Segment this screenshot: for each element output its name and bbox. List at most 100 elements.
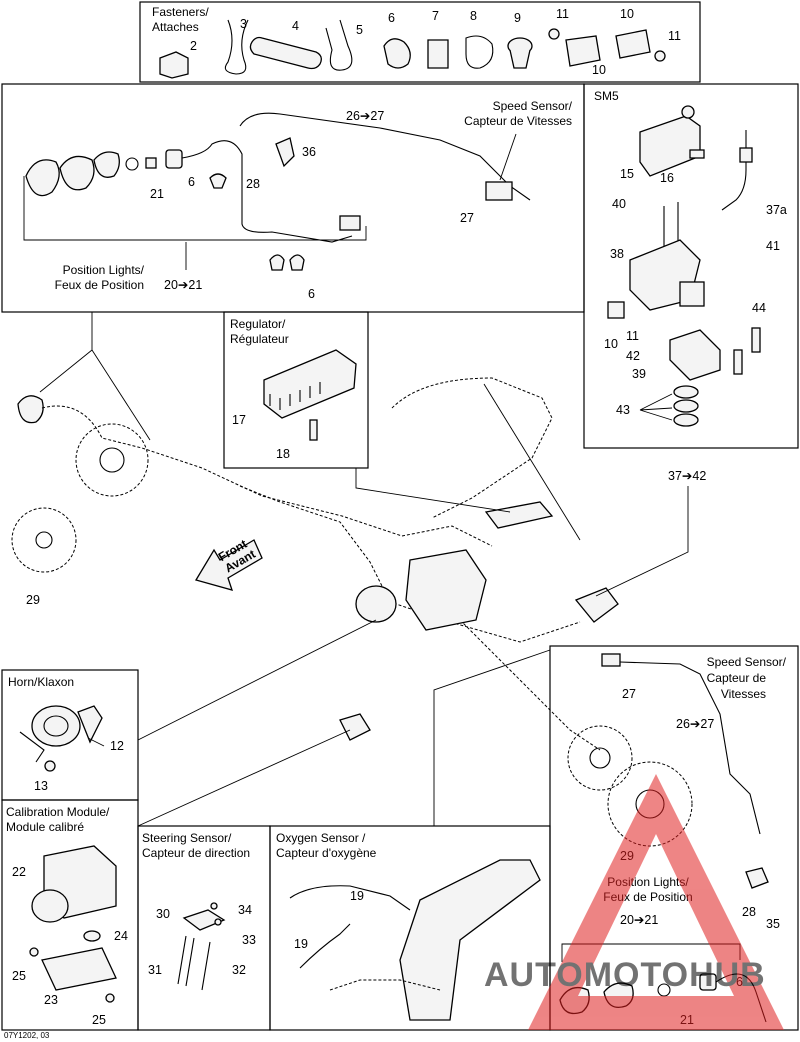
callout-2: 2 [190, 39, 197, 53]
sm5-box: SM5 15 16 37a 40 41 38 44 11 10 42 39 43 [583, 83, 799, 449]
nut-11b [654, 50, 666, 62]
position-lights-top-line1: Position Lights/ [63, 263, 145, 277]
clip-7 [427, 39, 449, 69]
regulator-title-line2: Régulateur [230, 332, 289, 346]
watermark-triangle-icon [528, 774, 784, 1030]
position-lights-top-line2: Feux de Position [55, 278, 144, 292]
sm5-motor [679, 281, 705, 307]
callout-28-br: 28 [742, 905, 756, 919]
fasteners-box: Fasteners/Attaches 2 3 4 5 6 7 8 9 11 10 [139, 1, 701, 83]
bracket-10 [565, 35, 601, 67]
main-harness-d [459, 619, 601, 751]
callout-34: 34 [238, 903, 252, 917]
speed-sensor-bottom-line1: Speed Sensor/ [707, 655, 787, 669]
top-wiring-box: Speed Sensor/Capteur de Vitesses Positio… [1, 83, 585, 313]
tone-wheel-top [75, 423, 149, 497]
fastener-clip-2 [159, 51, 189, 79]
bolt-25b [105, 993, 115, 1003]
nut-13 [44, 760, 56, 772]
speed-sensor-bottom-line2: Capteur de [707, 671, 767, 685]
callout-44: 44 [752, 301, 766, 315]
horn-bracket [77, 705, 103, 744]
leader-sm5 [595, 486, 689, 597]
leader-horn [137, 619, 377, 741]
callout-10-sm5: 10 [604, 337, 618, 351]
sm5-clamp [681, 105, 695, 119]
horn-center [43, 715, 69, 737]
callout-32: 32 [232, 963, 246, 977]
oxygen-title: Oxygen Sensor /Capteur d'oxygène [276, 831, 377, 860]
horn-mount [19, 731, 45, 763]
steering-title-line2: Capteur de direction [142, 846, 250, 860]
screw-34 [210, 902, 218, 910]
callout-33: 33 [242, 933, 256, 947]
callout-35: 35 [766, 917, 780, 931]
nut-11 [548, 28, 560, 40]
bolt-18 [309, 419, 318, 441]
callout-8: 8 [470, 9, 477, 23]
leader-front-light [39, 312, 93, 393]
calibration-title-line1: Calibration Module/ [6, 805, 110, 819]
lens-gasket [25, 159, 60, 197]
group-bracket [23, 176, 367, 241]
callout-41: 41 [766, 239, 780, 253]
clamp-5 [325, 19, 353, 71]
regulator-box: Regulator/Régulateur 17 18 [223, 311, 369, 469]
exhaust-manifold [399, 859, 541, 1021]
callout-26-27-top: 26➔27 [346, 109, 384, 123]
regulator-17 [263, 349, 357, 419]
main-steering-sensor [339, 713, 371, 741]
leader-calibration [137, 729, 351, 827]
callout-15: 15 [620, 167, 634, 181]
callout-38: 38 [610, 247, 624, 261]
speed-sensor-harness [239, 112, 531, 201]
tone-wheel-br-a-hub [589, 747, 611, 769]
bolt-32 [201, 941, 211, 991]
watermark-brand: AUTOMOTOHUB [484, 956, 766, 994]
callout-6-top: 6 [188, 175, 195, 189]
washer-33 [214, 918, 222, 926]
callout-16: 16 [660, 171, 674, 185]
socket [165, 149, 183, 169]
bolt-25a [29, 947, 39, 957]
connector-27-br [601, 653, 621, 667]
callout-10a: 10 [620, 7, 634, 21]
callout-24: 24 [114, 929, 128, 943]
callout-42: 42 [626, 349, 640, 363]
regulator-title: Regulator/Régulateur [230, 317, 289, 346]
oxygen-dashed-line [329, 979, 441, 991]
speed-connector [485, 181, 513, 201]
oxygen-harness-19b [299, 923, 351, 969]
front-arrow [195, 539, 263, 591]
bolt-44a [751, 327, 761, 353]
lens-reflector [93, 151, 120, 178]
callout-23: 23 [44, 993, 58, 1007]
fasteners-title-line1: Fasteners/ [152, 5, 209, 19]
speed-sensor-harness-br [619, 661, 761, 835]
callout-10b: 10 [592, 63, 606, 77]
callout-5: 5 [356, 23, 363, 37]
horn-box: Horn/Klaxon 12 13 [1, 669, 139, 801]
callout-43: 43 [616, 403, 630, 417]
callout-25b: 25 [92, 1013, 106, 1027]
bracket-28-br [745, 867, 769, 889]
callout-39: 39 [632, 367, 646, 381]
callout-22: 22 [12, 865, 26, 879]
callout-12: 12 [110, 739, 124, 753]
washer-43c [673, 413, 699, 427]
horn-title: Horn/Klaxon [8, 675, 74, 689]
clips-6-bottom [269, 254, 305, 271]
callout-17: 17 [232, 413, 246, 427]
leader-oxygen [433, 649, 551, 826]
tone-wheel-top-hub [99, 447, 125, 473]
oxygen-title-line1: Oxygen Sensor / [276, 831, 366, 845]
o-ring [125, 157, 139, 171]
clamp-8 [465, 35, 494, 69]
callout-37a: 37a [766, 203, 787, 217]
bracket-36 [275, 137, 295, 168]
tone-wheel-large [11, 507, 77, 573]
oxygen-box: Oxygen Sensor /Capteur d'oxygène 19 19 [269, 825, 551, 1031]
sm5-mount-42 [669, 329, 721, 381]
